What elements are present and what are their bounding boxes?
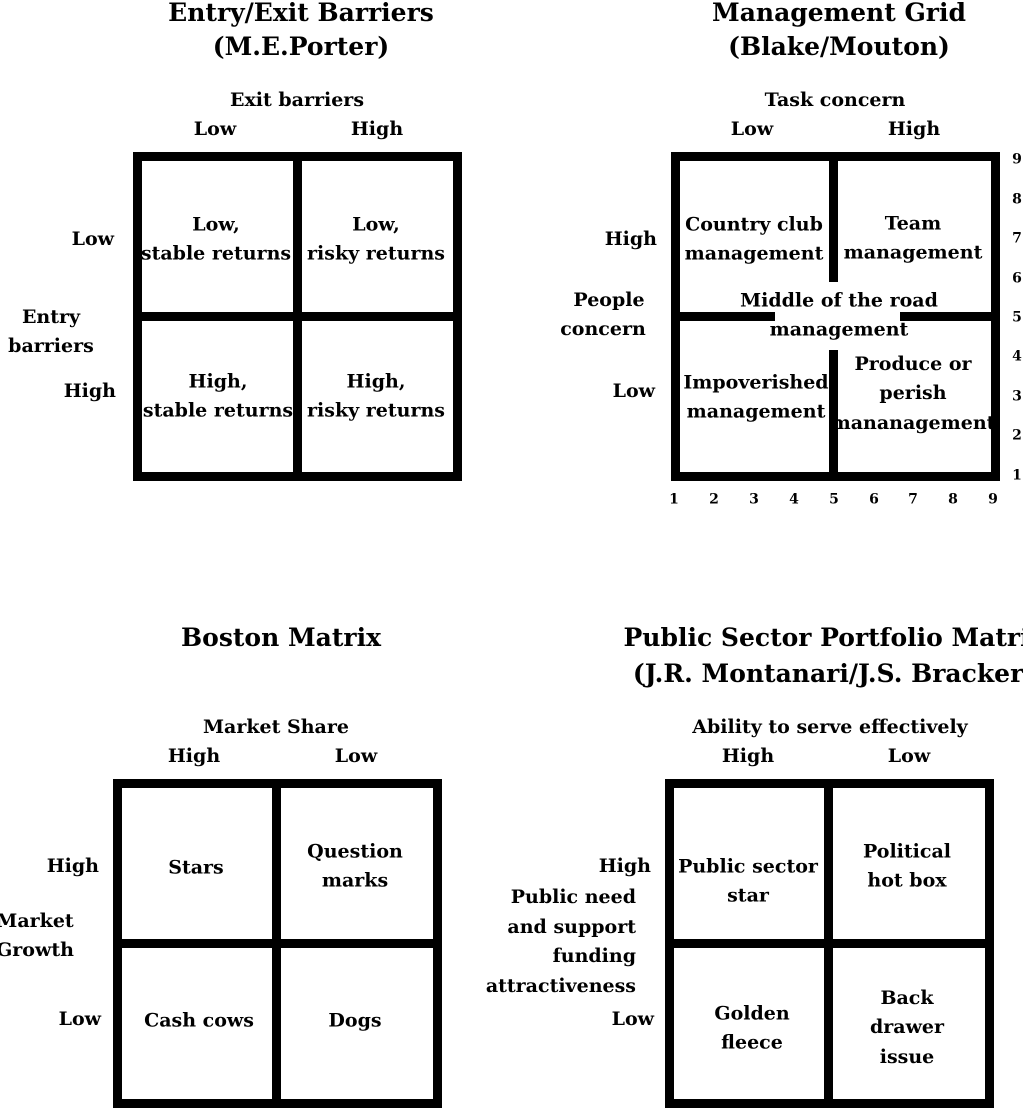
grid-y-tick: 5 [1012,309,1022,326]
grid-y-tick: 4 [1012,348,1022,365]
public-title-line2: (J.R. Montanari/J.S. Bracker) [632,659,1023,688]
grid-col-low-label: Low [730,118,774,140]
public-col-high-label: High [721,745,775,767]
public-row-axis-label-line4: attractiveness [485,975,636,997]
porter-col-high-label: High [350,118,404,140]
porter-cell-low-entry-low-exit: Low,stable returns [140,213,292,265]
boston-cell-dogs: Dogs [328,1009,382,1032]
grid-vertical-divider-top [829,152,838,282]
boston-title: Boston Matrix [181,623,381,652]
grid-y-tick: 6 [1012,270,1022,287]
porter-cell-high-entry-low-exit: High,stable returns [142,370,294,422]
grid-x-tick: 8 [948,491,958,508]
grid-x-tick: 5 [829,491,839,508]
grid-col-axis-label: Task concern [764,89,906,111]
porter-title-line1: Entry/Exit Barriers [168,0,434,27]
porter-row-high-label: High [63,380,116,402]
grid-title-line2: (Blake/Mouton) [728,32,950,61]
boston-cell-stars: Stars [168,856,224,879]
grid-x-tick: 1 [669,491,679,508]
public-row-high-label: High [598,855,651,877]
porter-col-low-label: Low [193,118,237,140]
grid-row-low-label: Low [612,380,655,402]
grid-vertical-divider-bottom [829,350,838,481]
grid-y-tick: 3 [1012,388,1022,405]
grid-col-high-label: High [887,118,941,140]
grid-y-tick: 9 [1012,151,1022,168]
grid-y-tick: 1 [1012,467,1022,484]
porter-row-low-label: Low [71,228,114,250]
porter-title-line2: (M.E.Porter) [212,32,390,61]
boston-row-axis-label-line2: Growth [0,939,74,961]
porter-col-axis-label: Exit barriers [229,89,365,111]
porter-grid-horizontal-divider [133,312,462,321]
public-title-line1: Public Sector Portfolio Matrix [623,623,1023,652]
grid-x-tick: 2 [709,491,719,508]
grid-row-axis-label-line1: People [573,289,645,311]
public-col-low-label: Low [887,745,931,767]
grid-x-tick: 9 [988,491,998,508]
boston-row-axis-label-line1: Market [0,910,74,932]
porter-cell-high-entry-high-exit: High,risky returns [307,370,445,422]
public-row-axis-label-line1: Public need [510,886,636,908]
porter-row-axis-label-line1: Entry [21,306,81,328]
porter-cell-low-entry-high-exit: Low,risky returns [307,213,445,265]
porter-row-axis-label-line2: barriers [8,335,94,357]
boston-col-low-label: Low [334,745,378,767]
grid-x-tick: 6 [869,491,879,508]
grid-row-high-label: High [604,228,657,250]
grid-y-tick: 7 [1012,230,1022,247]
public-row-low-label: Low [611,1008,654,1030]
boston-col-high-label: High [167,745,221,767]
grid-x-tick: 4 [789,491,799,508]
public-col-axis-label: Ability to serve effectively [692,716,968,738]
public-row-axis-label-line2: and support [507,916,636,938]
boston-row-high-label: High [46,855,99,877]
grid-horizontal-divider-left [671,312,775,321]
boston-col-axis-label: Market Share [203,716,349,738]
grid-horizontal-divider-right [900,312,1000,321]
grid-x-tick: 3 [749,491,759,508]
public-grid-horizontal-divider [665,939,994,948]
grid-title-line1: Management Grid [712,0,966,27]
grid-y-tick: 2 [1012,427,1022,444]
grid-y-tick: 8 [1012,191,1022,208]
boston-cell-cash-cows: Cash cows [144,1009,254,1032]
boston-grid-horizontal-divider [113,939,442,948]
public-row-axis-label-line3: funding [552,945,636,967]
grid-row-axis-label-line2: concern [560,318,646,340]
boston-row-low-label: Low [58,1008,101,1030]
grid-x-tick: 7 [908,491,918,508]
